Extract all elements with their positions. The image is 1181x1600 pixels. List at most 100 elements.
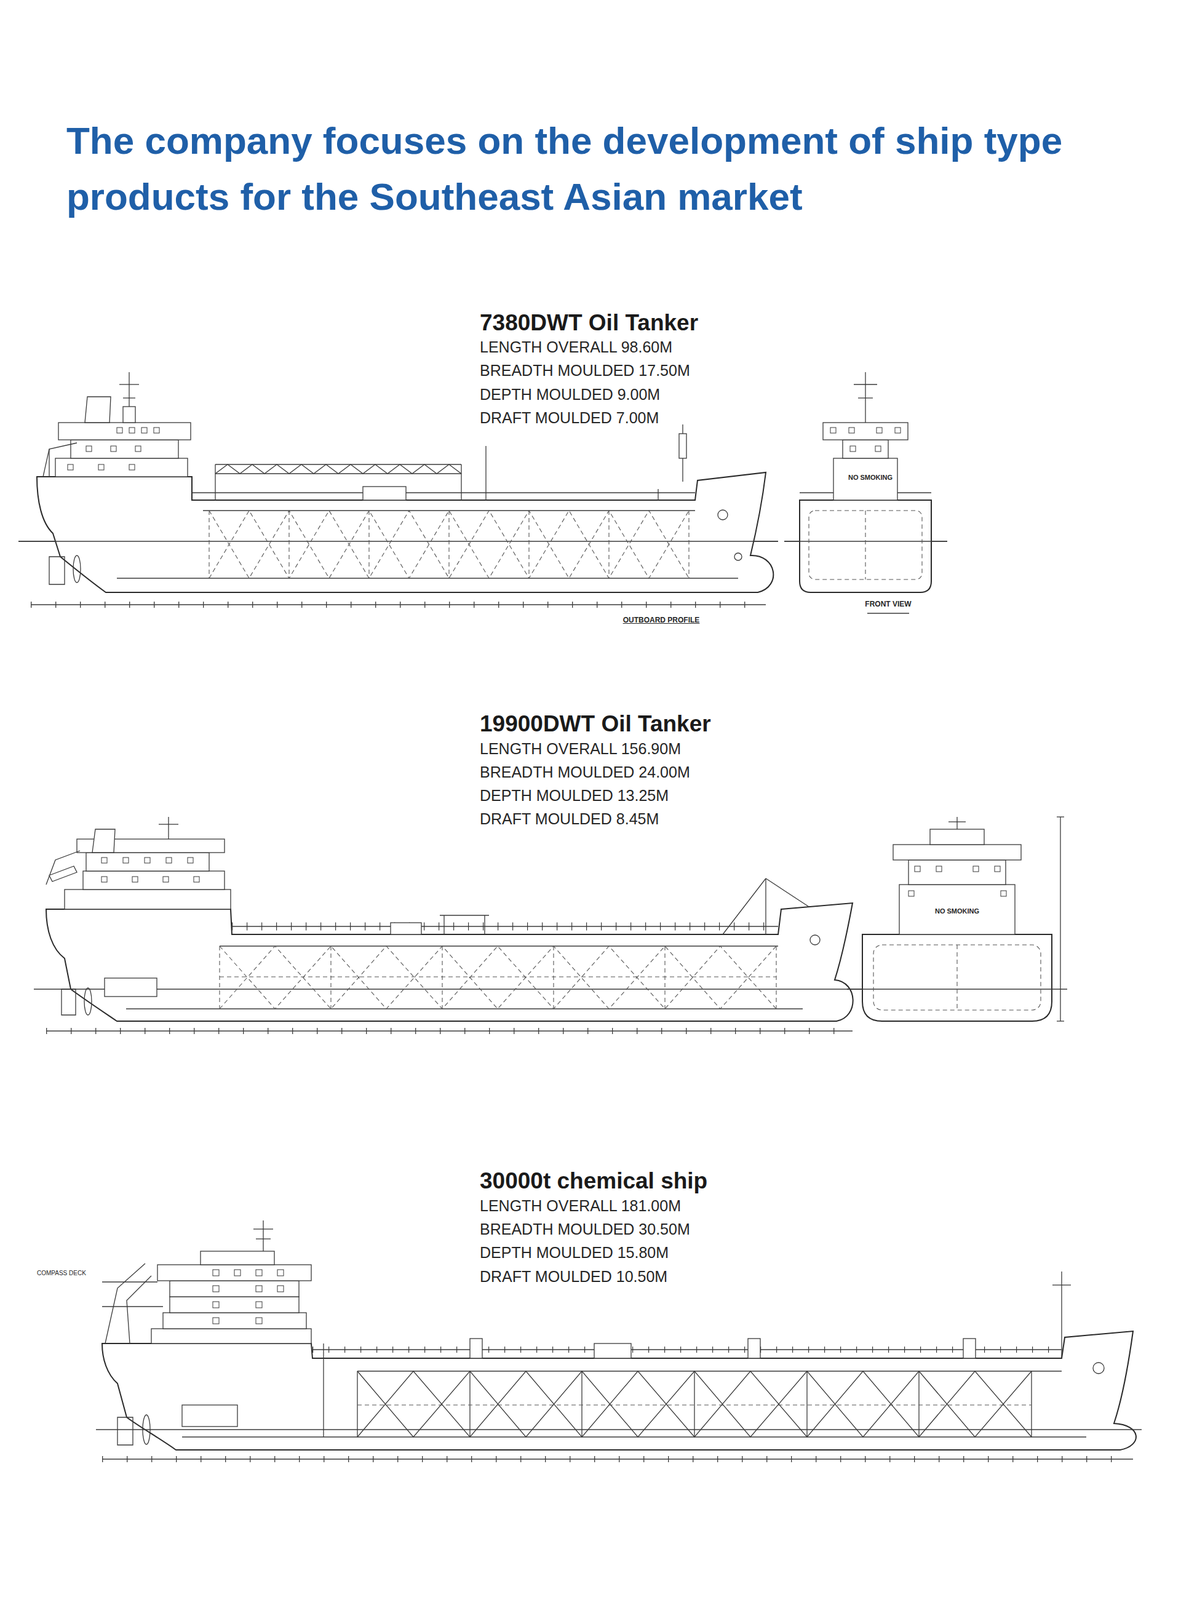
tank-diagonal	[357, 1371, 1032, 1437]
bridge-deck	[58, 422, 191, 440]
anchor-hawse	[1093, 1362, 1105, 1374]
crane-post	[443, 915, 445, 935]
view-underline	[867, 612, 910, 614]
window	[848, 427, 855, 434]
tanker-7380-front	[784, 372, 948, 614]
window	[936, 866, 942, 872]
bulkhead	[608, 510, 609, 579]
window	[255, 1317, 263, 1324]
engine-room-bulkhead	[322, 1343, 324, 1437]
waterline	[33, 988, 865, 990]
window-row	[67, 427, 160, 470]
bulkhead	[693, 1371, 695, 1437]
spec-line: DEPTH MOULDED 9.00M	[479, 385, 661, 404]
window	[277, 1285, 284, 1292]
rudder	[49, 556, 65, 585]
hull-outline	[36, 472, 774, 593]
double-bottom	[116, 577, 739, 579]
bridge-front	[823, 422, 908, 440]
stern-platform	[102, 1281, 158, 1282]
window	[116, 427, 123, 434]
main-engine	[182, 1404, 238, 1427]
dimension-tick	[1056, 816, 1065, 817]
spec-line: DRAFT MOULDED 8.45M	[479, 809, 659, 828]
window	[908, 890, 915, 897]
ship-type-heading: 30000t chemical ship	[479, 1167, 708, 1195]
frame-scale	[30, 604, 766, 605]
funnel	[84, 396, 111, 423]
rail-posts	[312, 1346, 1062, 1353]
window	[255, 1301, 263, 1308]
window-row	[101, 857, 200, 883]
propeller	[142, 1414, 151, 1445]
tank-diagonal	[357, 1371, 1032, 1437]
deck-trunk	[963, 1338, 976, 1359]
deck-rail	[231, 925, 779, 927]
deckhouse	[55, 458, 188, 477]
window	[129, 464, 135, 470]
dimension-tick	[1056, 1020, 1065, 1022]
anchor-hawse	[810, 934, 820, 945]
bulkhead	[368, 510, 370, 579]
hull-outline	[46, 902, 854, 1022]
deck-trunk	[469, 1338, 483, 1359]
mast-yard	[1052, 1284, 1071, 1285]
deckhouse	[64, 889, 231, 910]
hull-section	[862, 934, 1052, 1022]
mast-yard	[119, 383, 140, 385]
window	[187, 857, 194, 863]
spec-line: LENGTH OVERALL 181.00M	[479, 1196, 681, 1215]
mast	[956, 816, 958, 830]
centre-line	[864, 510, 866, 580]
mast	[167, 816, 169, 840]
anchor-hawse	[717, 509, 728, 520]
window	[86, 445, 92, 452]
bow-thruster	[734, 552, 742, 561]
foremast-box	[679, 433, 687, 459]
window	[1000, 890, 1007, 897]
tank-bulkheads	[357, 1371, 1032, 1437]
mast	[864, 372, 866, 423]
window	[277, 1269, 284, 1276]
window	[914, 866, 921, 872]
frame-scale	[46, 1030, 853, 1031]
propeller	[84, 987, 92, 1015]
window	[830, 427, 836, 434]
hull-section	[799, 500, 932, 593]
window	[850, 445, 856, 452]
bulkhead	[918, 1371, 919, 1437]
foremast	[765, 878, 766, 935]
ship-type-heading: 19900DWT Oil Tanker	[479, 710, 712, 738]
bulkhead	[356, 1371, 358, 1437]
deckhouse	[151, 1328, 312, 1344]
tank-diagonal	[209, 510, 689, 579]
window-row	[212, 1269, 284, 1324]
deck-crane	[43, 442, 77, 477]
tanker-7380-profile	[18, 372, 779, 605]
window	[110, 445, 117, 452]
window	[973, 866, 979, 872]
deckhouse	[169, 1280, 299, 1297]
window	[875, 445, 881, 452]
gantry-post	[460, 464, 462, 501]
manifold	[594, 1343, 632, 1359]
window	[135, 445, 141, 452]
window-row	[830, 427, 901, 452]
tank-diagonal	[209, 510, 689, 579]
deck-rail	[191, 492, 696, 493]
deckhouse	[86, 852, 210, 871]
window	[193, 876, 200, 883]
spec-line: LENGTH OVERALL 156.90M	[479, 739, 681, 758]
window	[166, 857, 172, 863]
gantry-post	[214, 464, 216, 501]
deckhouse-front	[833, 458, 898, 501]
window	[255, 1269, 263, 1276]
mast-yard	[858, 397, 873, 398]
mast-stay	[722, 878, 766, 935]
page-title: The company focuses on the development o…	[66, 112, 1113, 225]
window	[876, 427, 883, 434]
bulkhead	[208, 510, 210, 579]
inner-deck	[219, 945, 779, 947]
crane-jib	[439, 914, 490, 916]
